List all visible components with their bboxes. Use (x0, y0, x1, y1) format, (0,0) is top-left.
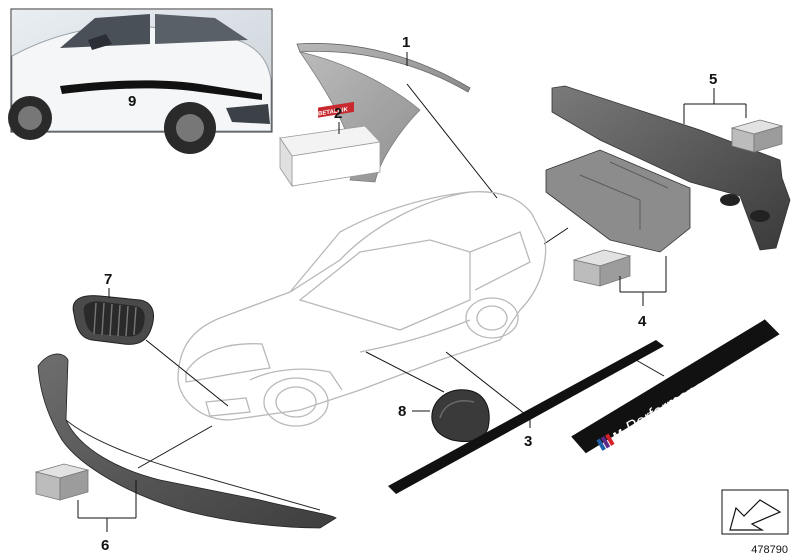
diagram-number: 478790 (751, 544, 788, 556)
rear-diffuser: 5 (551, 71, 791, 251)
inset-photo-side-stripe: 9 (8, 8, 273, 154)
nav-arrow-box[interactable] (721, 489, 789, 535)
front-lip-spoiler (37, 353, 337, 529)
car-outline (177, 191, 547, 427)
hardware-box-5 (730, 119, 784, 153)
hardware-box-6: 6 (34, 463, 137, 554)
callout-4: 4 (638, 313, 647, 330)
kidney-grille: 7 (72, 271, 229, 407)
mirror-cap: 8 (365, 351, 490, 442)
callout-9: 9 (128, 93, 136, 110)
rear-spoiler: 1 (296, 34, 498, 199)
callout-6: 6 (101, 537, 109, 554)
callout-3: 3 (524, 433, 532, 450)
arrow-down-left-icon (729, 499, 782, 531)
diffuser-insert (543, 149, 691, 253)
m-performance-sticker: M Performance (571, 319, 780, 454)
callout-2: 2 (334, 105, 342, 122)
callout-5: 5 (709, 71, 717, 88)
hardware-box-4: 4 (572, 249, 667, 330)
sealant-brand: BETALINK (318, 107, 348, 118)
callout-8: 8 (398, 403, 406, 420)
callout-1: 1 (402, 34, 410, 51)
sealant-box: BETALINK 2 (279, 101, 381, 188)
callout-7: 7 (104, 271, 112, 288)
